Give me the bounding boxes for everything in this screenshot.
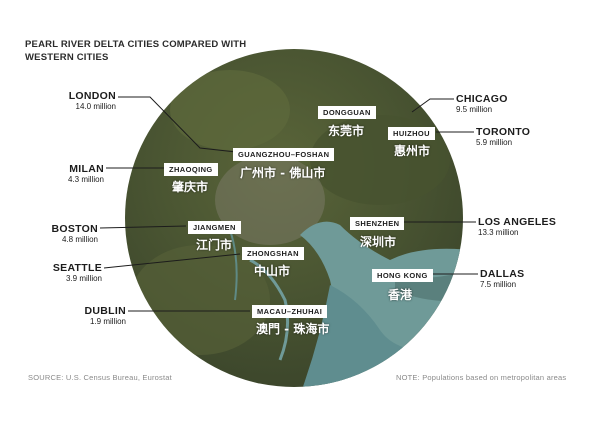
western-city-seattle: SEATTLE 3.9 million — [52, 262, 102, 283]
map-title: PEARL RIVER DELTA CITIES COMPARED WITH W… — [25, 39, 247, 63]
label-jiangmen: JIANGMEN — [188, 221, 241, 234]
western-city-london: LONDON 14.0 million — [68, 90, 116, 111]
label-macau-zhuhai: MACAU–ZHUHAI — [252, 305, 328, 318]
western-city-chicago: CHICAGO 9.5 million — [456, 93, 508, 114]
zh-shenzhen: 深圳市 — [360, 235, 397, 249]
label-zhaoqing: ZHAOQING — [164, 163, 218, 176]
zh-huizhou: 惠州市 — [394, 144, 431, 158]
zh-dongguan: 东莞市 — [328, 124, 365, 138]
label-zhongshan: ZHONGSHAN — [242, 247, 304, 260]
label-huizhou: HUIZHOU — [388, 127, 435, 140]
population-note: NOTE: Populations based on metropolitan … — [396, 373, 567, 382]
zh-zhaoqing: 肇庆市 — [172, 180, 209, 194]
label-hong-kong: HONG KONG — [372, 269, 433, 282]
leader-london — [118, 96, 237, 153]
leader-boston — [99, 225, 187, 229]
leader-chicago — [411, 98, 454, 113]
label-shenzhen: SHENZHEN — [350, 217, 405, 230]
label-guangzhou-foshan: GUANGZHOU–FOSHAN — [233, 148, 335, 161]
zh-guangzhou-foshan: 广州市 - 佛山市 — [240, 166, 326, 180]
label-dongguan: DONGGUAN — [318, 106, 376, 119]
zh-macau-zhuhai: 澳門 - 珠海市 — [256, 322, 330, 336]
zh-hong-kong: 香港 — [388, 288, 413, 302]
western-city-milan: MILAN 4.3 million — [67, 163, 104, 184]
western-city-boston: BOSTON 4.8 million — [51, 223, 98, 244]
zh-zhongshan: 中山市 — [254, 264, 291, 278]
western-city-toronto: TORONTO 5.9 million — [476, 126, 531, 147]
western-city-dublin: DUBLIN 1.9 million — [84, 305, 126, 326]
leader-seattle — [103, 253, 241, 269]
western-city-los-angeles: LOS ANGELES 13.3 million — [478, 216, 557, 237]
zh-jiangmen: 江门市 — [196, 238, 233, 252]
western-city-dallas: DALLAS 7.5 million — [480, 268, 525, 289]
source-note: SOURCE: U.S. Census Bureau, Eurostat — [28, 373, 172, 382]
